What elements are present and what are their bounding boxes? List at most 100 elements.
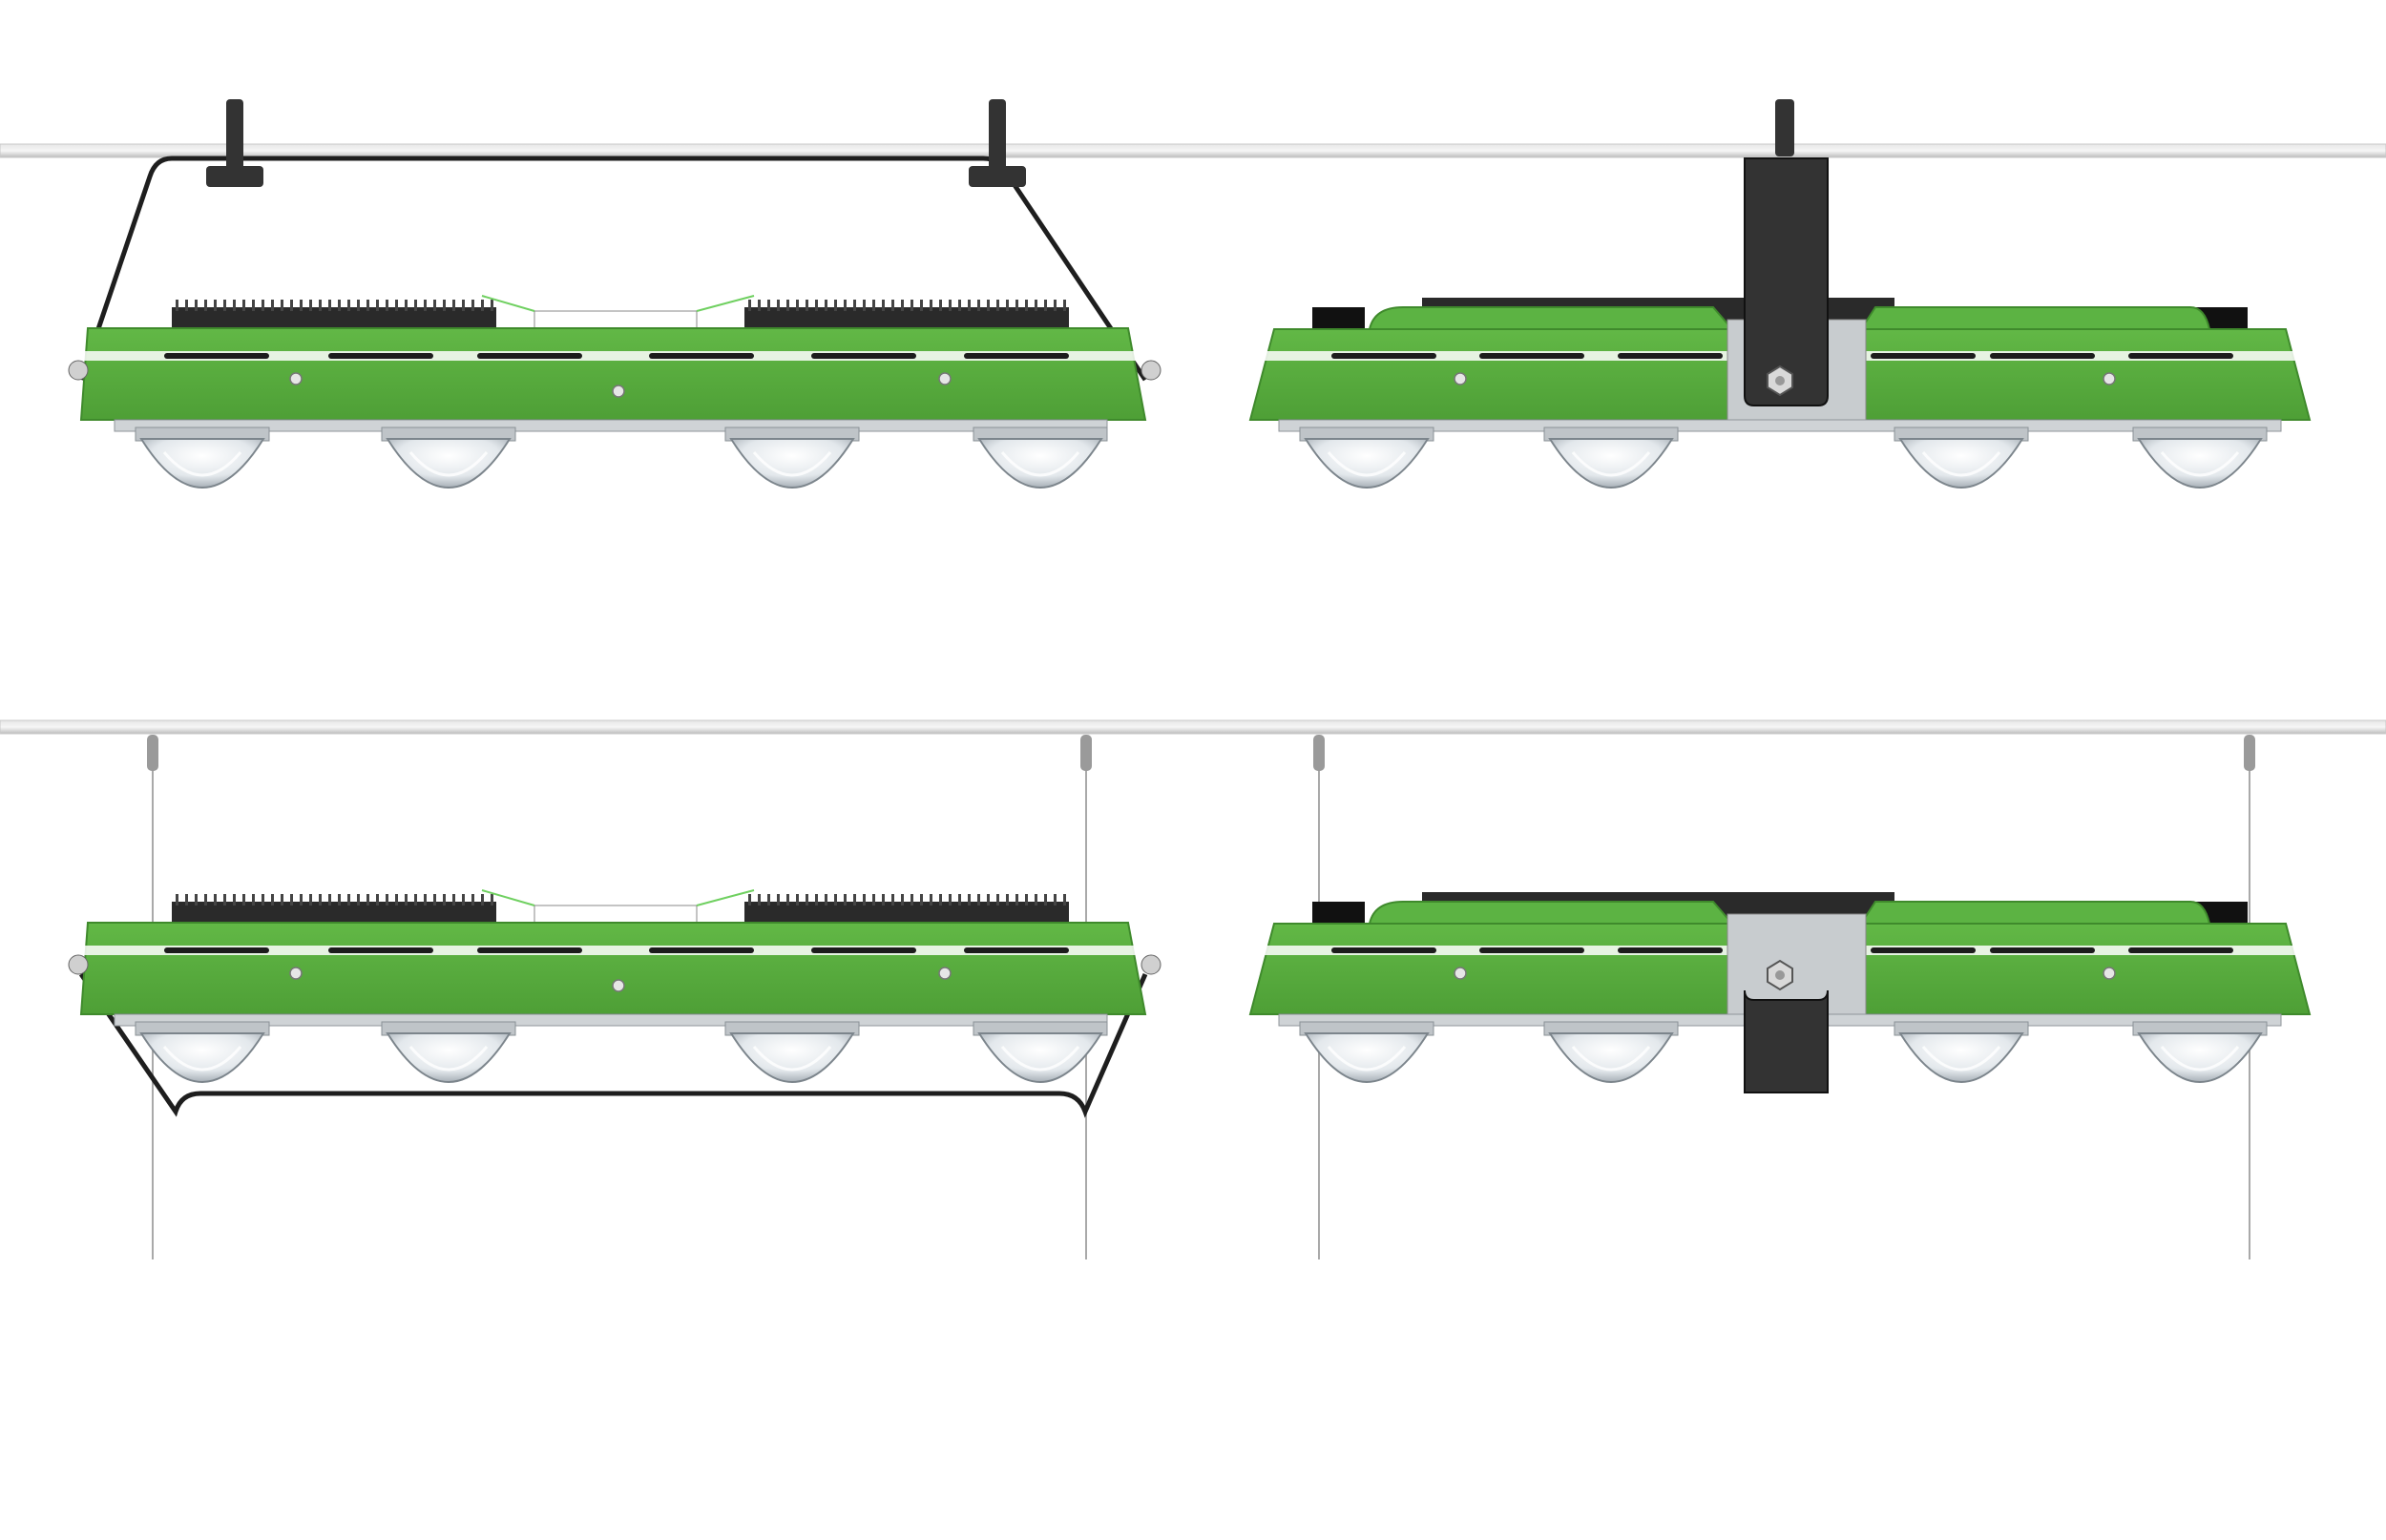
heatsink-fin [481,894,484,905]
lens-highlight [1000,1046,1080,1072]
heatsink-fin [1025,300,1028,311]
top-panel-left [1368,306,1735,330]
heatsink-fin [815,300,818,311]
heatsink-fin [748,300,751,311]
ceiling-rail-1 [0,143,2386,158]
lens-highlight [1571,451,1651,477]
heatsink-fin [262,300,264,311]
heatsink-fin [195,894,198,905]
led-lens-1 [139,1032,265,1083]
heatsink [744,307,1069,328]
heatsink-fin [815,894,818,905]
screw [938,967,952,980]
lens-tray [1278,419,2282,432]
led-lens-4 [2137,438,2263,489]
heatsink-fin [347,300,350,311]
led-lens-4 [2137,1032,2263,1083]
heatsink-fin [910,894,913,905]
heatsink-fin [290,894,293,905]
vent-slot [1618,947,1723,953]
center-post-bracket [1744,989,1829,1093]
led-lens-1 [1304,438,1430,489]
heatsink-fin [968,300,971,311]
heatsink-fin [863,894,866,905]
lens-highlight [162,451,242,477]
tilt-knob-left [68,360,89,381]
heatsink-fin [930,894,932,905]
heatsink-fin [882,300,885,311]
top-panel-left [1368,901,1735,925]
heatsink-fin [844,894,847,905]
heatsink-fin [357,300,360,311]
heatsink-fin [204,894,207,905]
heatsink-fin [271,894,274,905]
heatsink-fin [338,894,341,905]
heatsink-fin [376,894,379,905]
wide-u-bracket [200,972,1148,1118]
heatsink-fin [806,894,808,905]
heatsink-fin [491,300,493,311]
heatsink-fin [786,894,789,905]
heatsink-fin [930,300,932,311]
tilt-knob-left [68,954,89,975]
bolt-center [1775,970,1785,980]
center-post-bracket [1744,157,1829,406]
wire-gripper-1 [147,735,158,771]
heatsink-fin [452,894,455,905]
led-lens-3 [729,1032,855,1083]
vent-slot [1990,353,2095,359]
ceiling-rail-2 [0,719,2386,735]
vent-slot [2128,947,2233,953]
housing-white-band [81,351,1145,361]
heatsink-fin [777,300,780,311]
heatsink-fin [424,894,427,905]
heatsink-fin [195,300,198,311]
heatsink-fin [825,300,827,311]
heatsink-fin [252,300,255,311]
screw [289,372,303,385]
heatsink-fin [424,300,427,311]
heatsink-fin [920,894,923,905]
screw [1454,372,1467,385]
tilt-knob-right [1141,360,1162,381]
lens-highlight [408,1046,489,1072]
heatsink-fin [471,894,474,905]
heatsink-fin [758,300,761,311]
lens-highlight [752,1046,832,1072]
end-cap-left [1312,902,1365,925]
heatsink-fin [1035,894,1037,905]
led-lens-2 [1548,438,1674,489]
led-lens-3 [729,438,855,489]
heatsink-fin [328,300,331,311]
heatsink-fin [1006,894,1009,905]
rail-clamp-1 [226,99,243,174]
rail-clamp [1775,99,1794,156]
vent-slot [649,353,754,359]
vent-slot [328,947,433,953]
heatsink-fin [395,300,398,311]
vent-slot [811,947,916,953]
heatsink-fin [796,300,799,311]
heatsink-fin [853,300,856,311]
panel-4-wire-suspension [1248,735,2312,1259]
heatsink-fin [233,300,236,311]
lens-highlight [1327,451,1407,477]
rail-clamp-2 [989,99,1006,174]
heatsink-fin [1015,894,1018,905]
heatsink [172,902,496,923]
heatsink-fin [328,894,331,905]
cable-lead [481,889,535,906]
heatsink-fin [987,300,990,311]
lens-highlight [1327,1046,1407,1072]
screw [938,372,952,385]
heatsink-fin [863,300,866,311]
heatsink-fin [1063,300,1066,311]
heatsink-fin [1063,894,1066,905]
tilt-knob-right [1141,954,1162,975]
heatsink-fin [882,894,885,905]
vent-slot [164,947,269,953]
clamp-foot [206,166,263,187]
heatsink-fin [1015,300,1018,311]
heatsink-fin [252,894,255,905]
